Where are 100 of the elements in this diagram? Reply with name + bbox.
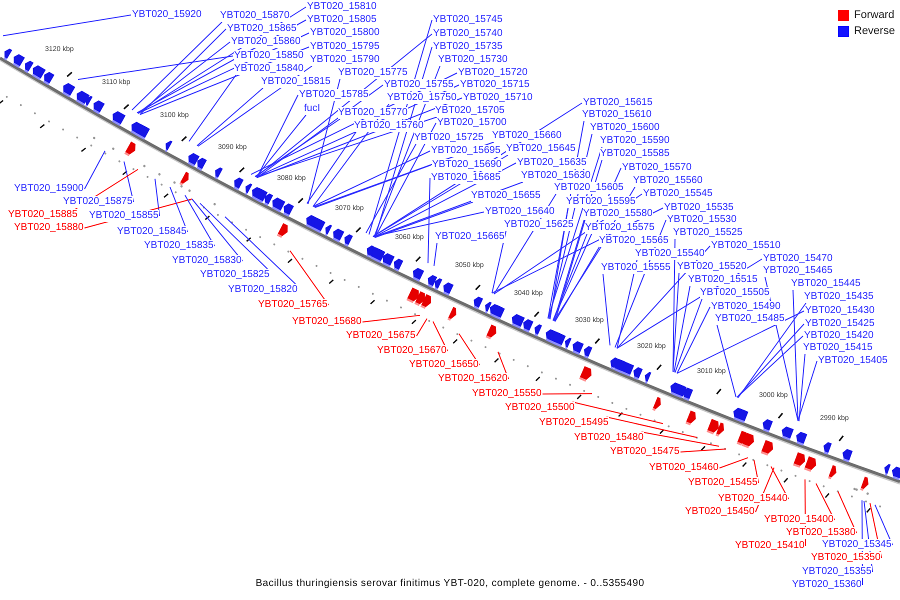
gene-label: YBT020_15465 — [763, 265, 833, 277]
leader-line — [792, 290, 798, 422]
gene-label: YBT020_15490 — [711, 301, 781, 313]
gene-label: YBT020_15690 — [432, 159, 502, 171]
gene-label: YBT020_15620 — [438, 373, 508, 385]
leader-line — [290, 250, 330, 306]
leader-line — [312, 150, 430, 207]
leader-line — [432, 321, 448, 352]
gene-label: YBT020_15735 — [433, 41, 503, 53]
leader-line — [138, 42, 230, 114]
gene-label: YBT020_15495 — [539, 417, 609, 429]
gene-label: YBT020_15865 — [227, 23, 297, 35]
gene-label: YBT020_15595 — [566, 196, 636, 208]
gene-label: YBT020_15580 — [583, 208, 653, 220]
gene-label: YBT020_15605 — [554, 182, 624, 194]
leader-line — [362, 314, 420, 322]
legend-label: Forward — [854, 9, 894, 21]
gene-label: YBT020_15885 — [8, 209, 78, 221]
leader-line — [196, 88, 264, 146]
leader-line — [550, 208, 568, 320]
gene-label: YBT020_15795 — [310, 41, 380, 53]
gene-label: YBT020_15420 — [804, 330, 874, 342]
leader-line — [798, 354, 806, 422]
gene-label: YBT020_15345 — [822, 539, 892, 551]
leader-line — [798, 360, 818, 422]
gene-label: YBT020_15800 — [310, 27, 380, 39]
leader-line — [738, 302, 806, 398]
leader-line — [256, 114, 306, 178]
gene-label: YBT020_15805 — [307, 14, 377, 26]
gene-label: YBT020_15400 — [764, 514, 834, 526]
gene-label: YBT020_15685 — [431, 172, 501, 184]
gene-label: YBT020_15610 — [582, 109, 652, 121]
gene-label: YBT020_15700 — [437, 117, 507, 129]
leader-line — [372, 212, 484, 237]
gene-label: YBT020_15530 — [667, 214, 737, 226]
leader-line — [124, 161, 134, 202]
gene-label: YBT020_15480 — [574, 432, 644, 444]
gene-label: YBT020_15350 — [811, 552, 881, 564]
gene-label: YBT020_15615 — [583, 97, 653, 109]
leader-line — [308, 78, 340, 204]
gene-label: YBT020_15730 — [438, 54, 508, 66]
gene-label: YBT020_15750 — [387, 92, 457, 104]
leader-line — [641, 432, 720, 447]
leader-line — [680, 448, 726, 452]
gene-label: YBT020_15860 — [231, 36, 301, 48]
gene-label: YBT020_15900 — [14, 183, 84, 195]
gene-label: YBT020_15600 — [590, 122, 660, 134]
leader-line — [676, 310, 804, 374]
gene-label: YBT020_15740 — [433, 28, 503, 40]
leader-line — [140, 28, 226, 115]
gene-label: YBT020_15410 — [735, 540, 805, 552]
gene-label: YBT020_15745 — [433, 14, 503, 26]
leader-line — [674, 298, 702, 374]
leader-line — [428, 178, 430, 264]
leader-line — [552, 234, 588, 322]
gene-label: YBT020_15575 — [585, 222, 655, 234]
gene-label: YBT020_15875 — [63, 196, 133, 208]
leader-line — [716, 324, 736, 398]
leader-line — [736, 336, 804, 398]
gene-label: YBT020_15475 — [610, 446, 680, 458]
gene-label: YBT020_15485 — [715, 313, 785, 325]
gene-label: YBT020_15520 — [677, 261, 747, 273]
gene-label: YBT020_15695 — [431, 145, 501, 157]
leader-line — [736, 324, 804, 398]
leader-line — [132, 22, 222, 111]
leader-line — [672, 272, 680, 372]
gene-label: YBT020_15415 — [803, 342, 873, 354]
gene-label: YBT020_15470 — [763, 253, 833, 265]
gene-label: YBT020_15425 — [805, 318, 875, 330]
gene-label: YBT020_15625 — [504, 219, 574, 231]
gene-label: YBT020_15660 — [492, 130, 562, 142]
leader-line — [306, 132, 356, 204]
leader-line — [256, 94, 298, 178]
leader-line — [458, 333, 480, 366]
gene-label: YBT020_15545 — [643, 188, 713, 200]
gene-label: YBT020_15715 — [460, 79, 530, 91]
gene-label: YBT020_15445 — [791, 278, 861, 290]
gene-label: YBT020_15645 — [506, 143, 576, 155]
gene-label: YBT020_15590 — [600, 135, 670, 147]
leader-line — [84, 150, 106, 190]
gene-label: YBT020_15510 — [711, 240, 781, 252]
gene-label: YBT020_15430 — [805, 305, 875, 317]
leader-line — [492, 230, 506, 294]
leader-line — [374, 122, 436, 238]
gene-label: YBT020_15665 — [435, 231, 505, 243]
gene-label: YBT020_15870 — [220, 10, 290, 22]
leader-line — [498, 351, 510, 380]
gene-label: YBT020_15720 — [458, 67, 528, 79]
gene-label: YBT020_15640 — [485, 206, 555, 218]
gene-label: YBT020_15460 — [649, 462, 719, 474]
gene-label: YBT020_15775 — [338, 67, 408, 79]
gene-label: YBT020_15360 — [792, 579, 862, 591]
gene-label: YBT020_15815 — [261, 76, 331, 88]
gene-label: YBT020_15785 — [299, 89, 369, 101]
leader-line — [754, 460, 760, 484]
gene-label: YBT020_15790 — [310, 54, 380, 66]
gene-label: YBT020_15680 — [292, 316, 362, 328]
gene-label: YBT020_15405 — [818, 355, 888, 367]
leader-line — [542, 393, 592, 394]
leader-line — [154, 178, 160, 216]
